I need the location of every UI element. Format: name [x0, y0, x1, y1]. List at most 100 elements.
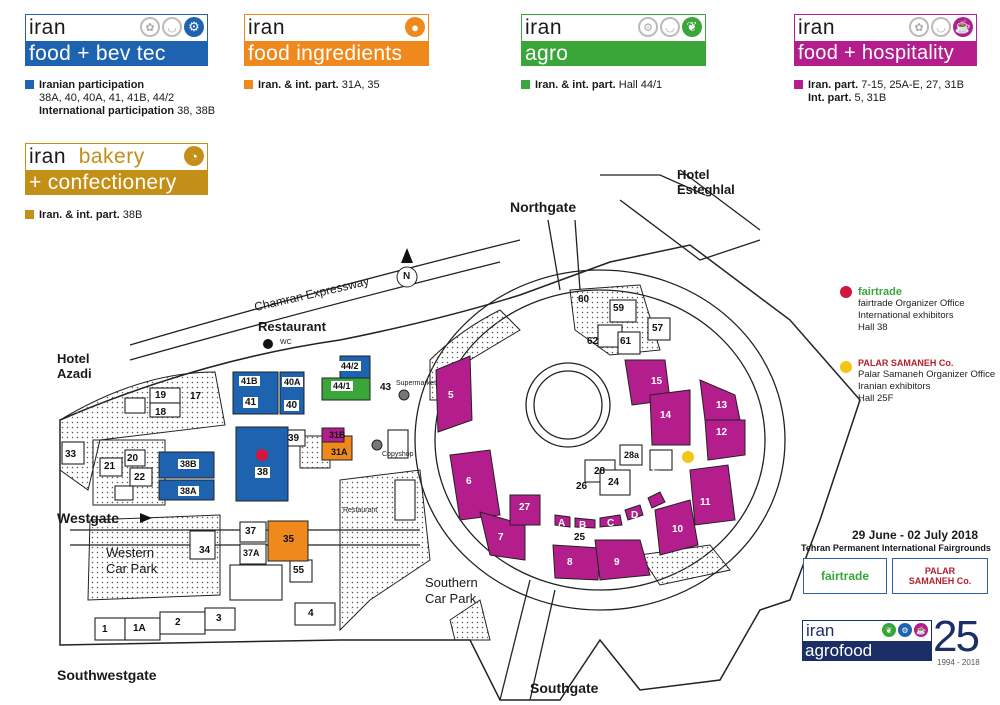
supermarket-label: Supermarket [396, 380, 437, 387]
hall-7: 7 [498, 532, 504, 543]
hall-41B: 41B [239, 376, 260, 386]
hall-59: 59 [613, 303, 625, 314]
brand-iran-word: iran [29, 16, 67, 39]
copyshop-label: Copyshop [382, 451, 414, 458]
cup-icon: ☕ [914, 623, 928, 637]
brand-bakery-confectionery: iran bakery ◔ + confectionery [25, 143, 208, 195]
hall-40A: 40A [282, 377, 303, 387]
leaf-icon: ❦ [682, 17, 702, 37]
southwestgate-label: Southwestgate [57, 667, 157, 683]
hall-39: 39 [288, 433, 300, 444]
fairtrade-dot [840, 286, 852, 298]
hall-28a: 28a [624, 450, 640, 460]
hall-22: 22 [134, 472, 146, 483]
wc-label: WC [280, 339, 292, 346]
westgate-label: Westgate [57, 510, 119, 526]
hall-4: 4 [308, 608, 314, 619]
hall-41: 41 [243, 397, 259, 408]
northgate-label: Northgate [510, 199, 577, 215]
hall-24: 24 [608, 477, 620, 488]
brand-name-bar: food + bev tec [25, 41, 208, 66]
hall-D: D [631, 510, 639, 521]
brand-name-bar: + confectionery [25, 170, 208, 195]
hall-40: 40 [284, 400, 300, 411]
brand-food-bev-tec: iran ✿ ◡ ⚙ food + bev tec [25, 14, 208, 66]
hall-38: 38 [255, 467, 271, 478]
gear-icon: ⚙ [638, 17, 658, 37]
palar-office-marker [682, 451, 694, 463]
hall-15: 15 [651, 376, 663, 387]
hall-35: 35 [283, 534, 295, 545]
north-label: N [403, 271, 411, 282]
outer-boundary [59, 244, 861, 701]
hall-31B: 31B [329, 430, 346, 440]
brand-food-ingredients: iran ● food ingredients [244, 14, 429, 66]
bowl-icon: ◡ [660, 17, 680, 37]
fairtrade-logo: fairtrade [803, 558, 887, 594]
hall-18: 18 [155, 407, 167, 418]
hall-28: 28 [594, 466, 606, 477]
brand-bakery-word: bakery [78, 145, 145, 168]
hall-61: 61 [620, 336, 632, 347]
cup-icon: ☕ [953, 17, 973, 37]
hall-44-1: 44/1 [331, 381, 353, 391]
fairtrade-info: fairtrade fairtrade Organizer Office Int… [858, 286, 965, 333]
bowl-icon: ◡ [931, 17, 951, 37]
hall-F: F [652, 466, 659, 477]
hall-17: 17 [190, 391, 202, 402]
wheat-icon: ✿ [140, 17, 160, 37]
hall-6: 6 [466, 476, 472, 487]
hall-37: 37 [245, 526, 257, 537]
legend-ingredients: Iran. & int. part. 31A, 35 [244, 79, 380, 92]
hall-1A: 1A [133, 623, 146, 634]
gear-icon: ⚙ [184, 17, 204, 37]
southgate-label: Southgate [530, 680, 599, 696]
hall-38B: 38B [178, 459, 199, 469]
hall-44-2: 44/2 [339, 361, 361, 371]
hall-1: 1 [102, 624, 108, 635]
hall-37A: 37A [243, 548, 260, 558]
hall-21: 21 [104, 461, 116, 472]
hall-A: A [558, 518, 566, 529]
hall-10: 10 [672, 524, 684, 535]
brand-agro: iran ⚙ ◡ ❦ agro [521, 14, 706, 66]
hall-25: 25 [574, 532, 586, 543]
gear-icon: ⚙ [898, 623, 912, 637]
hall-57: 57 [652, 323, 664, 334]
hall-62: 62 [587, 336, 599, 347]
hall-14: 14 [660, 410, 672, 421]
agrofood-logo: iran ❦ ⚙ ☕ agrofood [802, 620, 932, 661]
brand-iran-word: iran [525, 16, 563, 39]
hall-5: 5 [448, 390, 454, 401]
hall-60: 60 [578, 294, 590, 305]
anniversary-number: 25 [933, 612, 980, 661]
brand-name-bar: food ingredients [244, 41, 429, 66]
hall-38A: 38A [178, 486, 199, 496]
palar-info: PALAR SAMANEH Co. Palar Samaneh Organize… [858, 358, 996, 404]
palar-dot [840, 361, 852, 373]
hall-9: 9 [614, 557, 620, 568]
anniversary-years: 1994 - 2018 [937, 658, 980, 667]
hall-8: 8 [567, 557, 573, 568]
hall-2: 2 [175, 617, 181, 628]
expressway-label: Chamran Expressway [252, 273, 371, 315]
hall-12: 12 [716, 427, 728, 438]
restaurant-small-label: Restaurant [343, 507, 378, 514]
event-venue: Tehran Permanent International Fairgroun… [801, 543, 991, 553]
legend-agro: Iran. & int. part. Hall 44/1 [521, 79, 662, 92]
brand-name-bar: food + hospitality [794, 41, 977, 66]
legend-hospitality: Iran. part. 7-15, 25A-E, 27, 31B Int. pa… [794, 79, 964, 105]
event-dates: 29 June - 02 July 2018 [852, 528, 979, 542]
hall-34: 34 [199, 545, 211, 556]
drop-icon: ● [405, 17, 425, 37]
ring-road [414, 269, 786, 611]
hall-11: 11 [700, 497, 711, 508]
hall-26: 26 [576, 481, 588, 492]
croissant-icon: ◔ [184, 146, 204, 166]
hall-33: 33 [65, 449, 77, 460]
hall-27: 27 [519, 502, 531, 513]
